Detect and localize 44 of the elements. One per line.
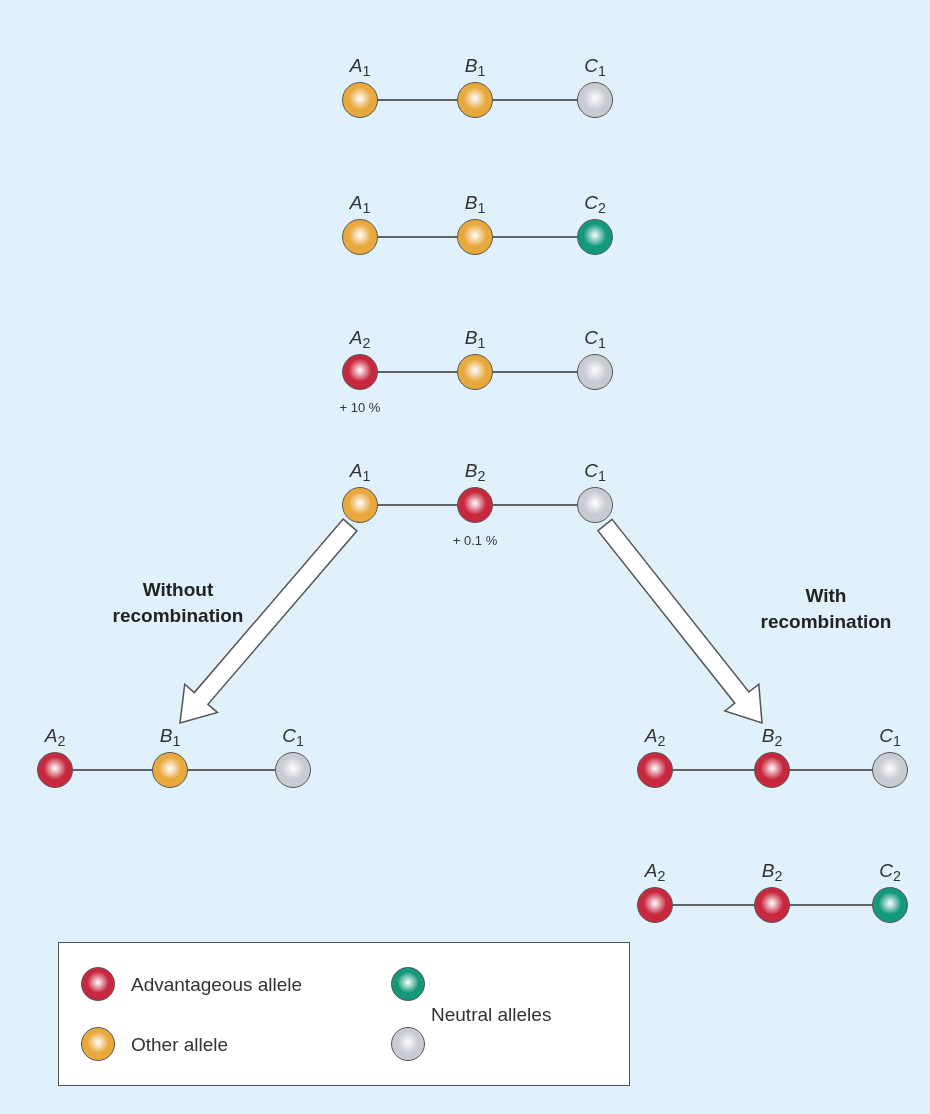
chromosome-line bbox=[377, 371, 458, 373]
allele-label: C$_{1}$ bbox=[584, 459, 606, 486]
allele-label: B$_{1}$ bbox=[159, 724, 181, 751]
allele-label: C$_{1}$ bbox=[584, 54, 606, 81]
allele-label: B$_{1}$ bbox=[464, 54, 486, 81]
fitness-gain: + 0.1 % bbox=[452, 532, 498, 550]
allele-label: B$_{2}$ bbox=[464, 459, 486, 486]
chromosome-line bbox=[72, 769, 153, 771]
allele-label: A$_{2}$ bbox=[44, 724, 66, 751]
allele-label: A$_{2}$ bbox=[644, 859, 666, 886]
chromosome-line bbox=[492, 504, 578, 506]
allele-label: B$_{2}$ bbox=[761, 859, 783, 886]
chromosome-line bbox=[377, 99, 458, 101]
chromosome-line bbox=[789, 904, 873, 906]
chromosome-line bbox=[187, 769, 276, 771]
chromosome-line bbox=[492, 236, 578, 238]
allele-label: A$_{1}$ bbox=[349, 54, 371, 81]
chromosome-line bbox=[492, 371, 578, 373]
chromosome-line bbox=[377, 236, 458, 238]
allele-label: A$_{1}$ bbox=[349, 191, 371, 218]
chromosome-line bbox=[672, 769, 755, 771]
allele-label: C$_{2}$ bbox=[584, 191, 606, 218]
chromosome-line bbox=[377, 504, 458, 506]
hollow-arrow bbox=[596, 518, 763, 725]
allele-label: A$_{2}$ bbox=[349, 326, 371, 353]
allele-label: B$_{2}$ bbox=[761, 724, 783, 751]
legend-label: Advantageous allele bbox=[131, 973, 303, 997]
allele-label: C$_{1}$ bbox=[879, 724, 901, 751]
chromosome-line bbox=[789, 769, 873, 771]
allele-label: A$_{2}$ bbox=[644, 724, 666, 751]
fitness-gain: + 10 % bbox=[339, 399, 381, 417]
legend-label: Neutral alleles bbox=[431, 1003, 552, 1027]
allele-label: C$_{1}$ bbox=[584, 326, 606, 353]
allele-label: B$_{1}$ bbox=[464, 326, 486, 353]
chromosome-line bbox=[672, 904, 755, 906]
allele-label: B$_{1}$ bbox=[464, 191, 486, 218]
edge-label: With recombination bbox=[759, 584, 893, 634]
chromosome-line bbox=[492, 99, 578, 101]
legend-label: Other allele bbox=[131, 1033, 229, 1057]
hollow-arrow bbox=[179, 518, 358, 725]
allele-label: A$_{1}$ bbox=[349, 459, 371, 486]
allele-label: C$_{2}$ bbox=[879, 859, 901, 886]
allele-label: C$_{1}$ bbox=[282, 724, 304, 751]
edge-label: Without recombination bbox=[111, 578, 245, 628]
